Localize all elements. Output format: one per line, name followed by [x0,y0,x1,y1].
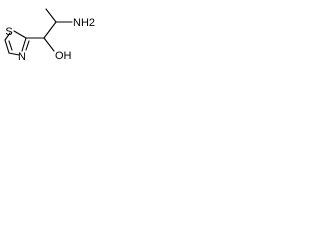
bond-c1-oh [43,37,55,52]
hydroxyl-label: OH [55,50,72,61]
bond-c4-c5-inner [8,40,13,51]
nitrogen-label: N [18,51,26,61]
molecule-structure: S N OH NH2 [4,8,95,61]
bond-s-c2 [13,30,27,39]
bond-c2-n [21,37,27,52]
amino-label: NH2 [73,17,95,29]
bond-c4-c5 [4,39,10,54]
bond-c2-n-inner [25,40,30,51]
sulfur-label: S [5,26,12,38]
bond-c-alpha-methyl [45,8,57,23]
bond-n-c4 [8,52,20,56]
bond-c5-s [4,32,11,41]
bond-c1-c-alpha [43,21,57,39]
thiazole-ring [4,30,30,56]
atom-labels: S N OH NH2 [5,17,95,61]
side-chain [25,8,73,52]
